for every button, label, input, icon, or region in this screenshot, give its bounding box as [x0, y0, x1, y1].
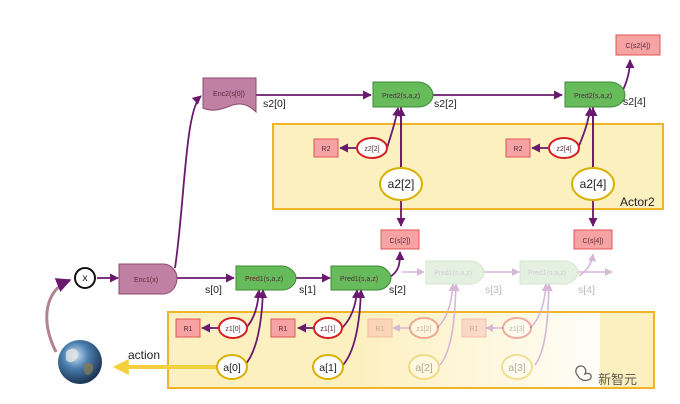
enc1-node: Enc1(x) — [118, 263, 178, 295]
svg-text:Pred2(s,a,z): Pred2(s,a,z) — [574, 93, 612, 100]
svg-text:a[0]: a[0] — [223, 362, 241, 374]
pred2-node-a: Pred2(s,a,z) — [372, 81, 434, 108]
svg-text:R1: R1 — [184, 326, 193, 333]
svg-text:a[1]: a[1] — [319, 362, 337, 374]
action-a2-2: a2[2] — [379, 167, 423, 201]
actor2-label: Actor2 — [620, 195, 655, 209]
svg-text:z1[1]: z1[1] — [320, 326, 335, 333]
svg-text:z2[4]: z2[4] — [556, 146, 571, 153]
cost-box-s4: C(s[4]) — [573, 229, 613, 250]
svg-text:Pred1(s,a,z): Pred1(s,a,z) — [340, 276, 378, 283]
state-label-s2-4: s2[4] — [623, 96, 646, 108]
latent-z1-0: z1[0] — [218, 317, 248, 339]
svg-text:R1: R1 — [376, 326, 385, 333]
action-a3-faded: a[3] — [501, 354, 533, 380]
svg-text:x: x — [82, 272, 88, 284]
svg-text:z2[2]: z2[2] — [364, 146, 379, 153]
svg-text:R1: R1 — [279, 326, 288, 333]
latent-z1-1: z1[1] — [313, 317, 343, 339]
svg-text:Enc2(s[0]): Enc2(s[0]) — [213, 91, 245, 98]
svg-text:Pred1(s,a,z): Pred1(s,a,z) — [434, 270, 472, 277]
svg-text:Pred2(s,a,z): Pred2(s,a,z) — [382, 93, 420, 100]
cost-box-s2-top: C(s2[4]) — [615, 34, 661, 56]
svg-text:z1[2]: z1[2] — [416, 326, 431, 333]
latent-z2-2: z2[2] — [356, 137, 388, 159]
state-label-s3: s[3] — [485, 284, 502, 296]
svg-text:Pred1(s,a,z): Pred1(s,a,z) — [245, 276, 283, 283]
state-label-s4: s[4] — [578, 284, 595, 296]
pred1-node-b: Pred1(s,a,z) — [330, 265, 392, 291]
x-node: x — [74, 267, 96, 289]
state-label-s0: s[0] — [205, 284, 222, 296]
earth-icon — [58, 340, 102, 384]
pred1-node-a: Pred1(s,a,z) — [235, 265, 297, 291]
state-label-s2-2: s2[2] — [434, 98, 457, 110]
svg-text:R2: R2 — [322, 146, 331, 153]
svg-text:Enc1(x): Enc1(x) — [134, 277, 158, 284]
svg-text:R2: R2 — [514, 146, 523, 153]
latent-z1-faded-2: z1[2] — [409, 317, 439, 339]
svg-text:R1: R1 — [470, 326, 479, 333]
svg-text:C(s2[4]): C(s2[4]) — [626, 43, 651, 50]
svg-text:a2[4]: a2[4] — [580, 177, 607, 191]
pred1-node-faded-b: Pred1(s,a,z) — [519, 260, 579, 285]
svg-text:新智元: 新智元 — [598, 372, 637, 388]
state-label-s1: s[1] — [299, 284, 316, 296]
faded-edges — [392, 253, 613, 366]
reward-box-r1-faded-c: R1 — [367, 318, 393, 338]
edges — [45, 59, 635, 366]
action-a2-4: a2[4] — [571, 167, 615, 201]
svg-text:a[2]: a[2] — [415, 362, 433, 374]
pred1-node-faded-a: Pred1(s,a,z) — [425, 260, 485, 285]
svg-text:C(s[4]): C(s[4]) — [583, 238, 604, 245]
reward-box-r2-a: R2 — [313, 138, 339, 158]
svg-text:C(s[2]): C(s[2]) — [390, 238, 411, 245]
action-a0: a[0] — [216, 354, 248, 380]
action-a1: a[1] — [312, 354, 344, 380]
svg-text:a[3]: a[3] — [508, 362, 526, 374]
pred2-node-b: Pred2(s,a,z) — [564, 81, 626, 108]
reward-box-r2-b: R2 — [505, 138, 531, 158]
state-label-s2: s[2] — [389, 284, 406, 296]
watermark-logo: 新智元 — [575, 365, 637, 388]
svg-text:z1[3]: z1[3] — [509, 326, 524, 333]
enc2-node: Enc2(s[0]) — [202, 77, 257, 114]
reward-box-r1-b: R1 — [270, 318, 296, 338]
svg-text:z1[0]: z1[0] — [225, 326, 240, 333]
state-label-s2-0: s2[0] — [263, 98, 286, 110]
latent-z2-4: z2[4] — [548, 137, 580, 159]
action-a2-faded: a[2] — [408, 354, 440, 380]
svg-text:Pred1(s,a,z): Pred1(s,a,z) — [528, 270, 566, 277]
svg-text:a2[2]: a2[2] — [388, 177, 415, 191]
latent-z1-faded-3: z1[3] — [502, 317, 532, 339]
reward-box-r1-a: R1 — [175, 318, 201, 338]
cost-box-s2: C(s[2]) — [380, 229, 420, 250]
action-label: action — [128, 348, 160, 362]
reward-box-r1-faded-d: R1 — [461, 318, 487, 338]
